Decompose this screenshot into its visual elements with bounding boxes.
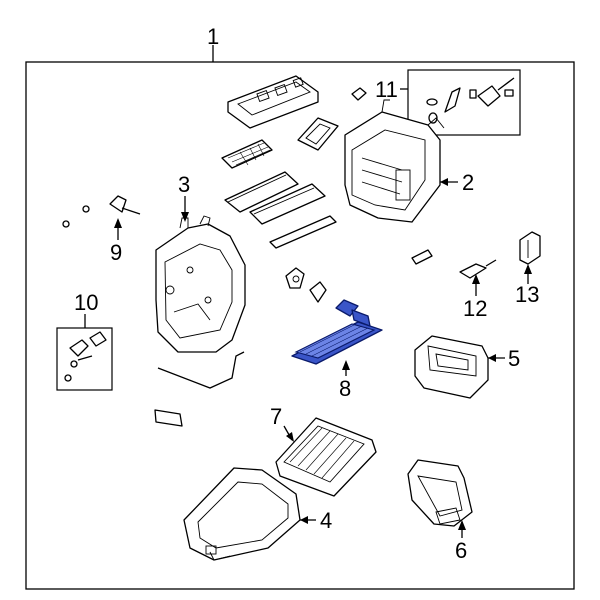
callout-7: 7 <box>270 404 282 429</box>
part-control-rod[interactable] <box>157 351 245 389</box>
callout-11: 11 <box>375 77 398 102</box>
part-small-connector[interactable] <box>411 249 433 265</box>
callout-arrow-9 <box>114 218 122 228</box>
part-8-heater-core[interactable] <box>291 299 383 365</box>
part-10-hardware-kit[interactable] <box>56 327 113 391</box>
part-mode-door-a[interactable] <box>224 171 299 213</box>
callout-arrow-6 <box>458 520 466 530</box>
part-2-upper-case[interactable] <box>344 99 445 223</box>
part-12-sensor[interactable] <box>459 259 497 279</box>
part-11-hardware-kit[interactable] <box>407 69 521 136</box>
part-5-duct[interactable] <box>414 335 489 399</box>
part-mesh-filter[interactable] <box>221 139 273 169</box>
callout-5: 5 <box>508 346 520 371</box>
part-6-rear-duct[interactable] <box>407 459 473 527</box>
part-vent-bezel[interactable] <box>227 75 319 129</box>
callout-2: 2 <box>462 170 474 195</box>
callout-4: 4 <box>320 508 332 533</box>
callout-arrow-2 <box>440 178 448 186</box>
callout-arrow-7 <box>286 432 294 442</box>
callout-9: 9 <box>110 240 122 265</box>
callout-1: 1 <box>207 24 219 49</box>
part-9-actuator-link[interactable] <box>62 195 141 228</box>
part-duct-seal[interactable] <box>297 117 339 151</box>
callout-10: 10 <box>74 290 98 315</box>
part-door-link[interactable] <box>309 281 327 303</box>
callout-arrow-5 <box>488 354 496 362</box>
part-case-plate[interactable] <box>154 409 183 427</box>
callout-12: 12 <box>463 296 487 321</box>
callout-arrow-13 <box>524 264 532 274</box>
callout-arrow-8 <box>342 360 350 370</box>
callout-8: 8 <box>339 376 351 401</box>
part-3-heater-case[interactable] <box>155 215 246 353</box>
callout-3: 3 <box>178 172 190 197</box>
callout-arrow-4 <box>300 516 308 524</box>
part-door-shaft[interactable] <box>269 215 337 249</box>
callout-arrow-3 <box>181 212 189 222</box>
assembly-frame <box>25 61 575 590</box>
part-13-bracket[interactable] <box>519 231 541 265</box>
callout-13: 13 <box>515 282 539 307</box>
part-small-clip[interactable] <box>351 87 367 101</box>
part-7-cabin-filter[interactable] <box>275 417 377 497</box>
part-4-lower-case[interactable] <box>183 467 301 561</box>
callout-arrow-12 <box>472 274 480 284</box>
callout-6: 6 <box>455 538 467 563</box>
part-mode-door-b[interactable] <box>249 183 326 225</box>
part-door-lever[interactable] <box>285 267 305 289</box>
